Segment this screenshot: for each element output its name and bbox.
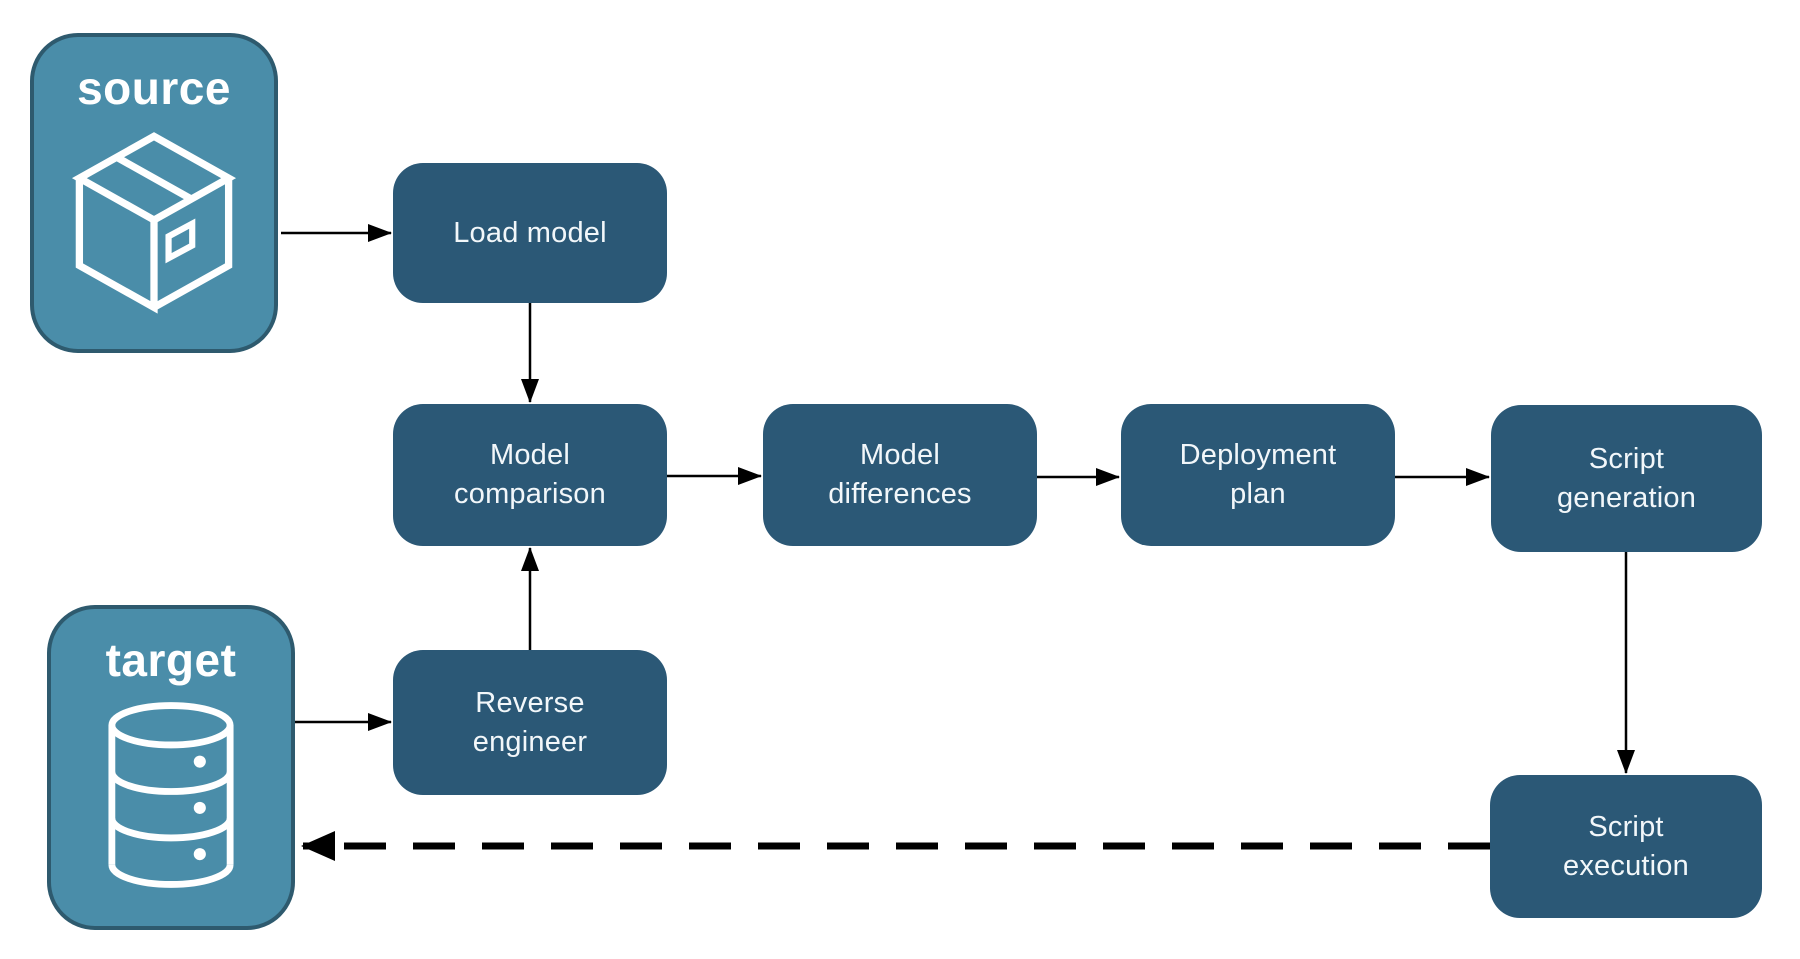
load-model-node: Load model xyxy=(393,163,667,303)
script-generation-node: Script generation xyxy=(1491,405,1762,552)
package-icon xyxy=(63,115,245,325)
source-label: source xyxy=(77,62,231,114)
model-comparison-node: Model comparison xyxy=(393,404,667,546)
database-icon xyxy=(95,687,247,902)
reverse-engineer-node: Reverse engineer xyxy=(393,650,667,795)
target-label: target xyxy=(105,634,237,686)
model-differences-node: Model differences xyxy=(763,404,1037,546)
deployment-plan-node: Deployment plan xyxy=(1121,404,1395,546)
script-execution-node: Script execution xyxy=(1490,775,1762,918)
target-node: target xyxy=(47,605,295,930)
source-node: source xyxy=(30,33,278,353)
